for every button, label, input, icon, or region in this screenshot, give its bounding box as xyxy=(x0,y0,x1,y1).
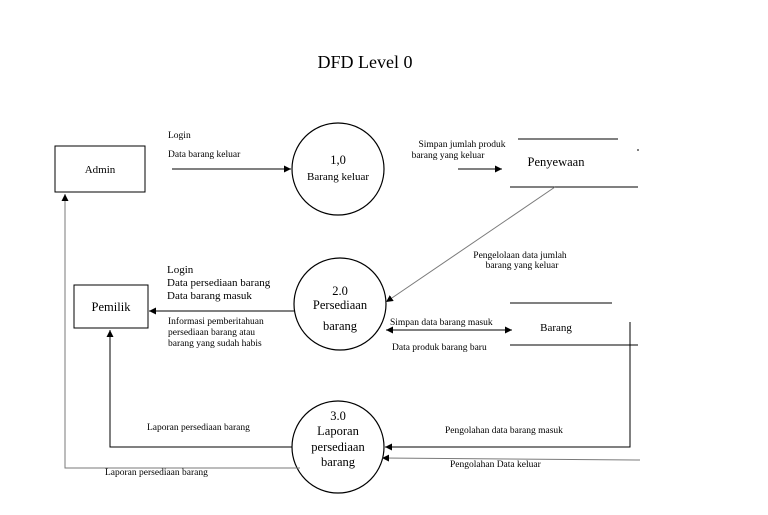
process-1-number: 1,0 xyxy=(330,153,346,167)
flow-pemilik-p2-label-3: Data barang masuk xyxy=(167,290,252,302)
flow-pemilik-p2-label-1: Login xyxy=(167,264,194,276)
entity-admin-label: Admin xyxy=(85,164,116,176)
flow-admin-login-label: Login xyxy=(168,131,191,141)
store-penyewaan-label: Penyewaan xyxy=(528,155,586,169)
process-1-name: Barang keluar xyxy=(307,171,369,183)
process-3-name-line3: barang xyxy=(321,455,356,469)
flow-penyewaan-p3-label: Pengolahan Data keluar xyxy=(450,460,542,470)
process-2-number: 2.0 xyxy=(332,284,348,298)
flow-p2-pemilik-label-3: barang yang sudah habis xyxy=(168,339,262,349)
flow-penyewaan-p2-label-1: Pengelolaan data jumlah xyxy=(473,251,567,261)
process-2-name-line2: barang xyxy=(323,319,358,333)
process-3-name-line2: persediaan xyxy=(311,440,365,454)
flow-p3-pemilik-label: Laporan persediaan barang xyxy=(147,423,250,433)
store-penyewaan[interactable]: Penyewaan xyxy=(510,138,639,188)
flow-barang-p2-label: Data produk barang baru xyxy=(392,343,487,353)
flow-barang-to-process3 xyxy=(385,322,631,451)
process-1[interactable]: 1,0 Barang keluar xyxy=(291,122,385,216)
flow-p2-pemilik-label-2: persediaan barang atau xyxy=(168,328,255,338)
entity-admin[interactable]: Admin xyxy=(54,145,146,193)
store-barang-label: Barang xyxy=(540,322,572,334)
flow-p3-admin-label: Laporan persediaan barang xyxy=(105,468,208,478)
process-3-number: 3.0 xyxy=(330,409,346,423)
store-barang[interactable]: Barang xyxy=(510,302,638,346)
entity-pemilik-label: Pemilik xyxy=(92,300,132,314)
process-2-name-line1: Persediaan xyxy=(313,298,368,312)
flow-p2-pemilik-label-1: Informasi pemberitahuan xyxy=(168,316,264,327)
process-3-name-line1: Laporan xyxy=(317,424,359,438)
flow-p1-penyewaan-label-2: barang yang keluar xyxy=(412,151,486,161)
flow-p1-penyewaan-label-1: Simpan jumlah produk xyxy=(418,140,505,150)
flow-pemilik-p2-label-2: Data persediaan barang xyxy=(167,277,271,289)
flow-barang-p3-label: Pengolahan data barang masuk xyxy=(445,426,563,436)
flow-process3-to-pemilik xyxy=(106,330,292,448)
diagram-title: DFD Level 0 xyxy=(318,52,413,72)
flow-penyewaan-to-process2 xyxy=(385,186,556,303)
flow-process3-to-admin xyxy=(61,194,300,469)
flow-admin-data-label: Data barang keluar xyxy=(168,150,241,160)
process-3[interactable]: 3.0 Laporan persediaan barang xyxy=(291,400,385,494)
flow-p2-barang-label: Simpan data barang masuk xyxy=(390,318,493,328)
flow-penyewaan-to-process3 xyxy=(381,454,641,462)
entity-pemilik[interactable]: Pemilik xyxy=(73,284,149,329)
flow-penyewaan-p2-label-2: barang yang keluar xyxy=(486,261,560,271)
process-2[interactable]: 2.0 Persediaan barang xyxy=(293,257,387,351)
